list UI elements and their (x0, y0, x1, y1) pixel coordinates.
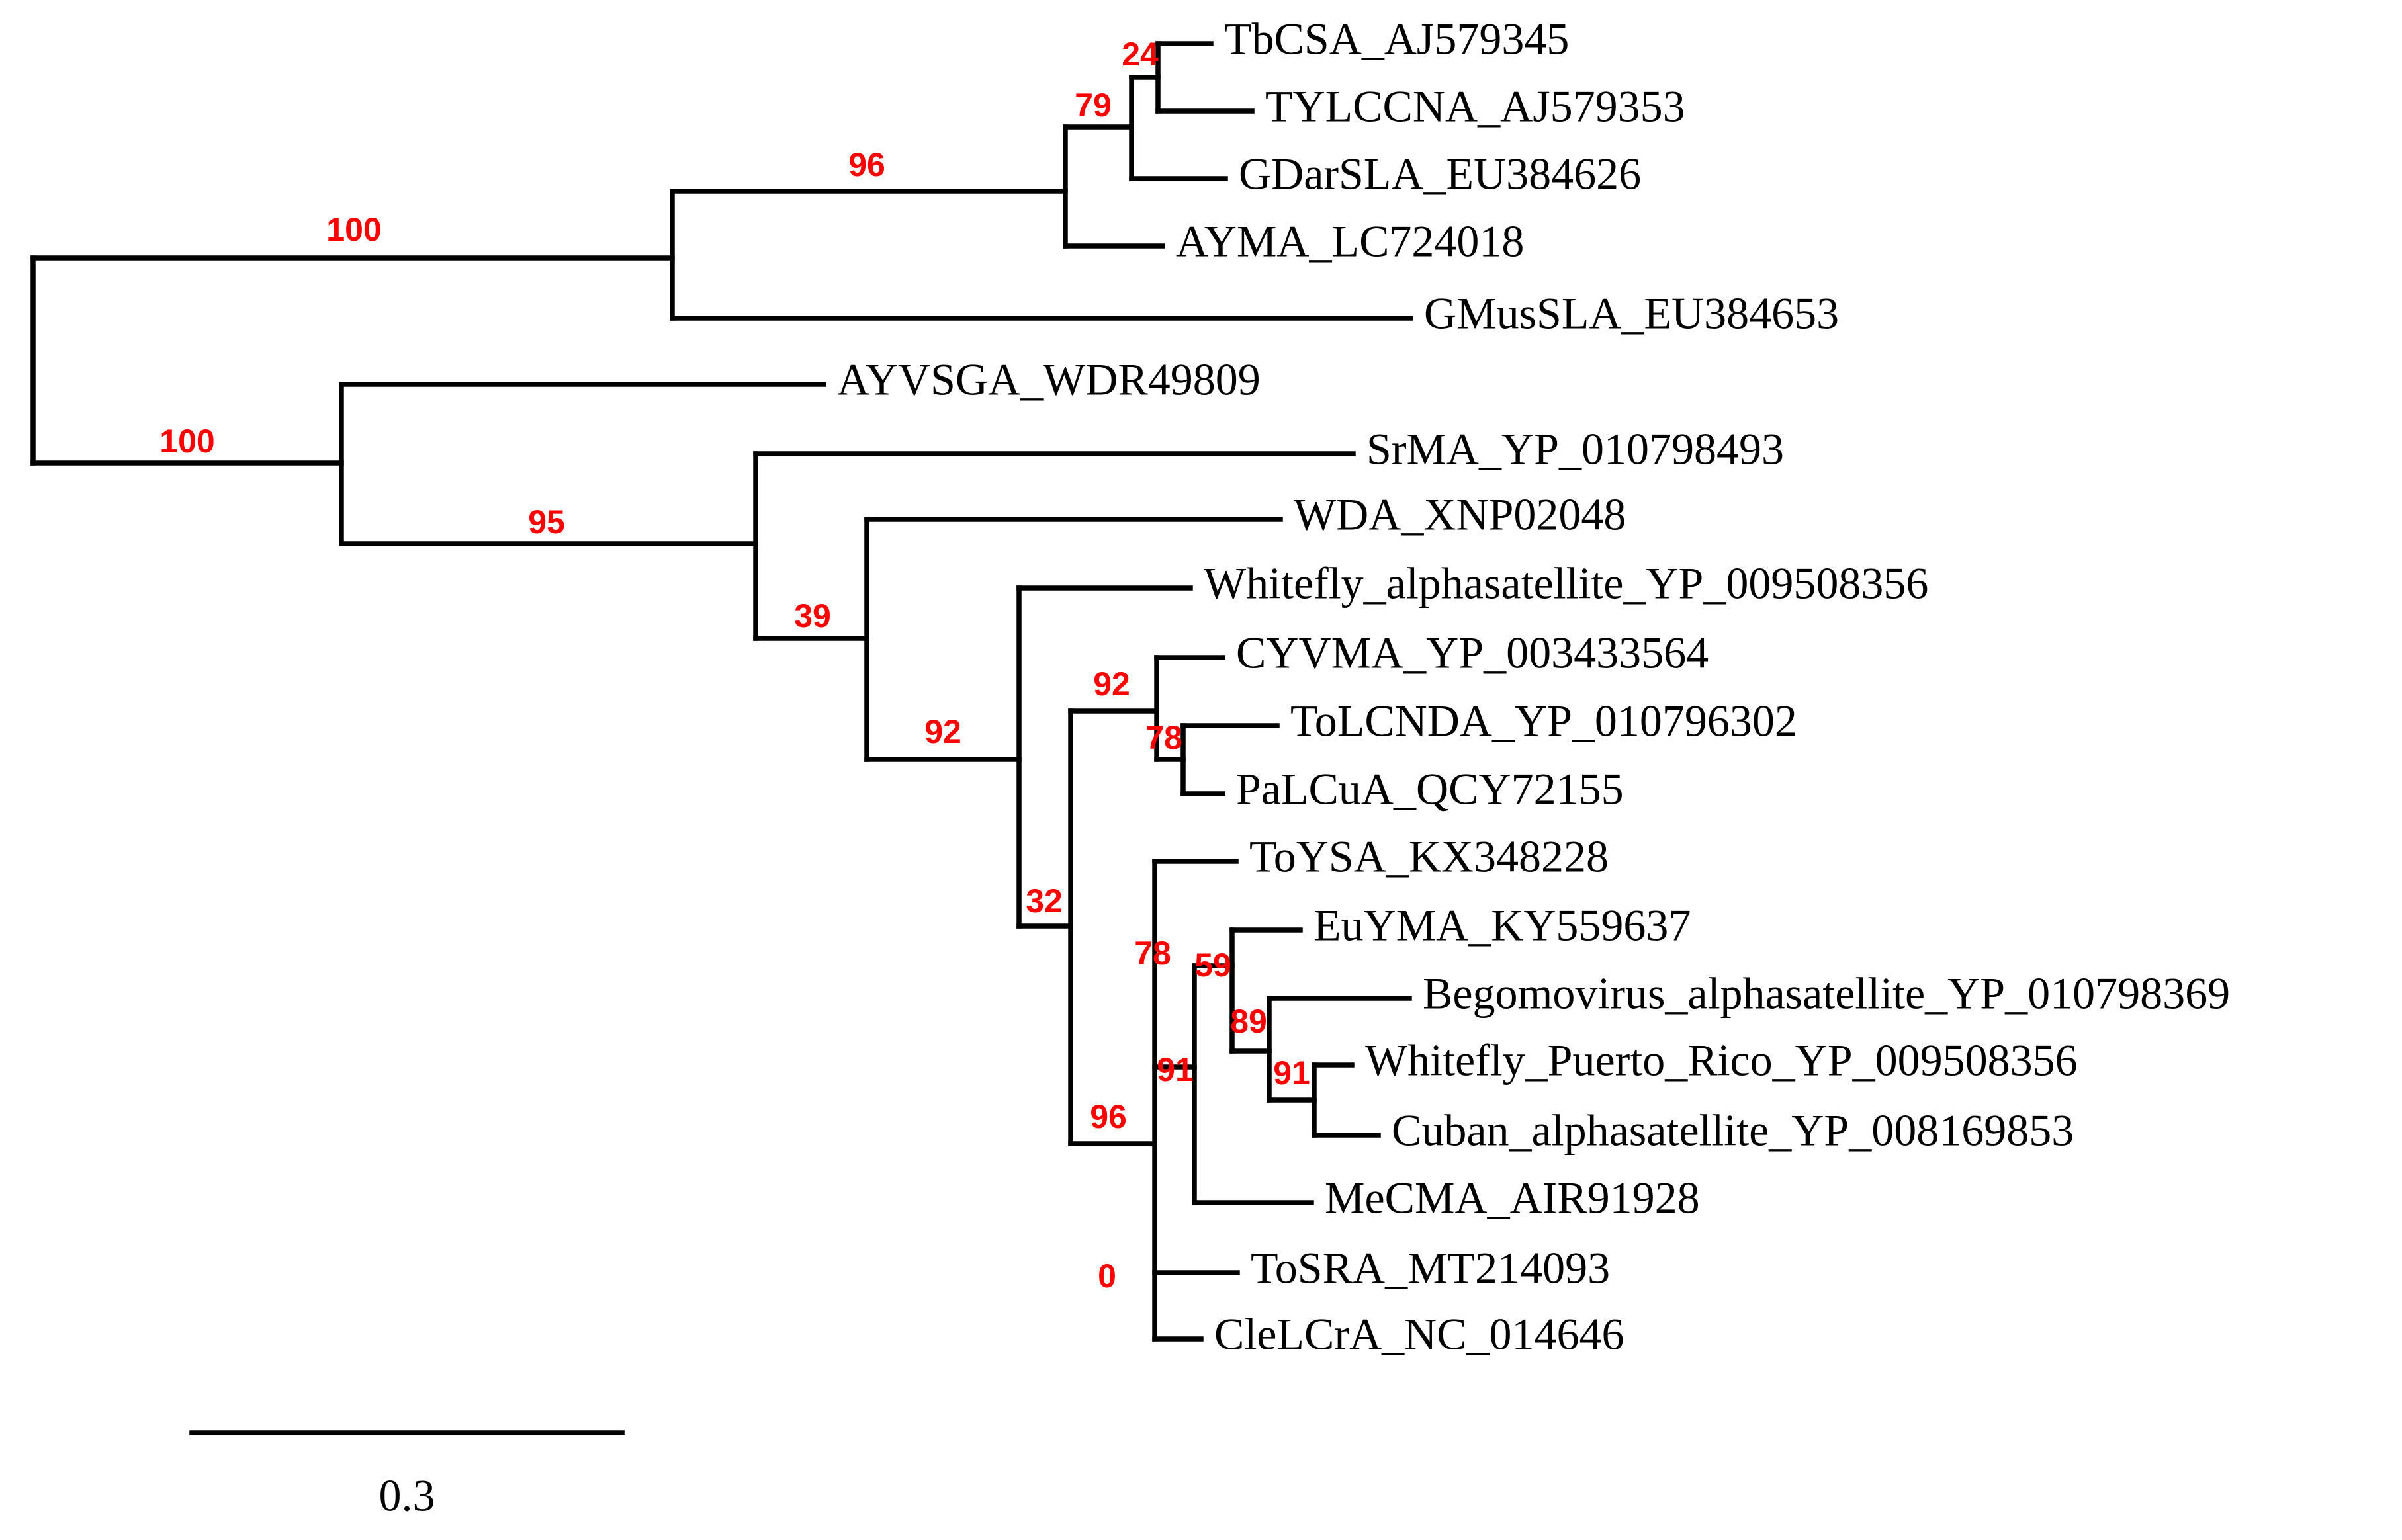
support-value: 32 (1026, 882, 1063, 920)
support-value: 89 (1230, 1003, 1267, 1040)
taxon-label-cyvma: CYVMA_YP_003433564 (1236, 628, 1709, 678)
taxon-label-wda: WDA_XNP02048 (1294, 490, 1626, 540)
taxon-label-toysa: ToYSA_KX348228 (1249, 832, 1609, 882)
taxon-label-cuban-alpha: Cuban_alphasatellite_YP_008169853 (1392, 1105, 2074, 1156)
support-value: 79 (1075, 87, 1112, 124)
taxon-label-gmussla: GMusSLA_EU384653 (1424, 288, 1839, 339)
taxon-label-tolcnda: ToLCNDA_YP_010796302 (1290, 696, 1797, 746)
taxon-label-mecma: MeCMA_AIR91928 (1325, 1173, 1700, 1223)
taxon-label-ayma: AYMA_LC724018 (1176, 216, 1524, 267)
support-value: 100 (159, 423, 214, 460)
support-value: 0 (1098, 1258, 1116, 1295)
taxon-label-gdarsla: GDarSLA_EU384626 (1239, 149, 1641, 199)
support-value: 39 (794, 597, 831, 634)
scale-bar-label: 0.3 (379, 1471, 435, 1521)
support-value: 92 (924, 713, 961, 750)
support-value: 24 (1122, 36, 1159, 73)
taxon-label-tbcsa: TbCSA_AJ579345 (1224, 14, 1569, 64)
taxon-label-clelcra: CleLCrA_NC_014646 (1214, 1309, 1624, 1359)
support-value: 59 (1194, 947, 1231, 984)
support-value: 95 (528, 503, 565, 540)
taxon-label-tylccna: TYLCCNA_AJ579353 (1265, 81, 1685, 132)
taxon-labels: TbCSA_AJ579345TYLCCNA_AJ579353GDarSLA_EU… (837, 14, 2230, 1359)
support-value: 92 (1093, 665, 1130, 703)
taxon-label-whitefly-alpha: Whitefly_alphasatellite_YP_009508356 (1204, 558, 1928, 609)
support-value: 100 (326, 211, 381, 248)
taxon-label-euyma: EuYMA_KY559637 (1313, 900, 1691, 951)
support-value: 91 (1157, 1051, 1194, 1088)
taxon-label-begomovirus-alpha: Begomovirus_alphasatellite_YP_010798369 (1423, 968, 2230, 1019)
taxon-label-srma: SrMA_YP_010798493 (1366, 424, 1784, 474)
support-value: 91 (1273, 1054, 1310, 1091)
support-value: 78 (1145, 719, 1182, 756)
taxon-label-whitefly-pr: Whitefly_Puerto_Rico_YP_009508356 (1365, 1035, 2078, 1086)
support-value: 78 (1134, 935, 1171, 972)
taxon-label-ayvsga: AYVSGA_WDR49809 (837, 355, 1261, 405)
taxon-label-palcua: PaLCuA_QCY72155 (1236, 764, 1624, 814)
tree-branches (30, 41, 1413, 1342)
support-value: 96 (848, 146, 885, 183)
taxon-label-tosra: ToSRA_MT214093 (1251, 1243, 1610, 1293)
support-value: 96 (1090, 1098, 1127, 1135)
scale-bar: 0.3 (189, 1430, 625, 1521)
